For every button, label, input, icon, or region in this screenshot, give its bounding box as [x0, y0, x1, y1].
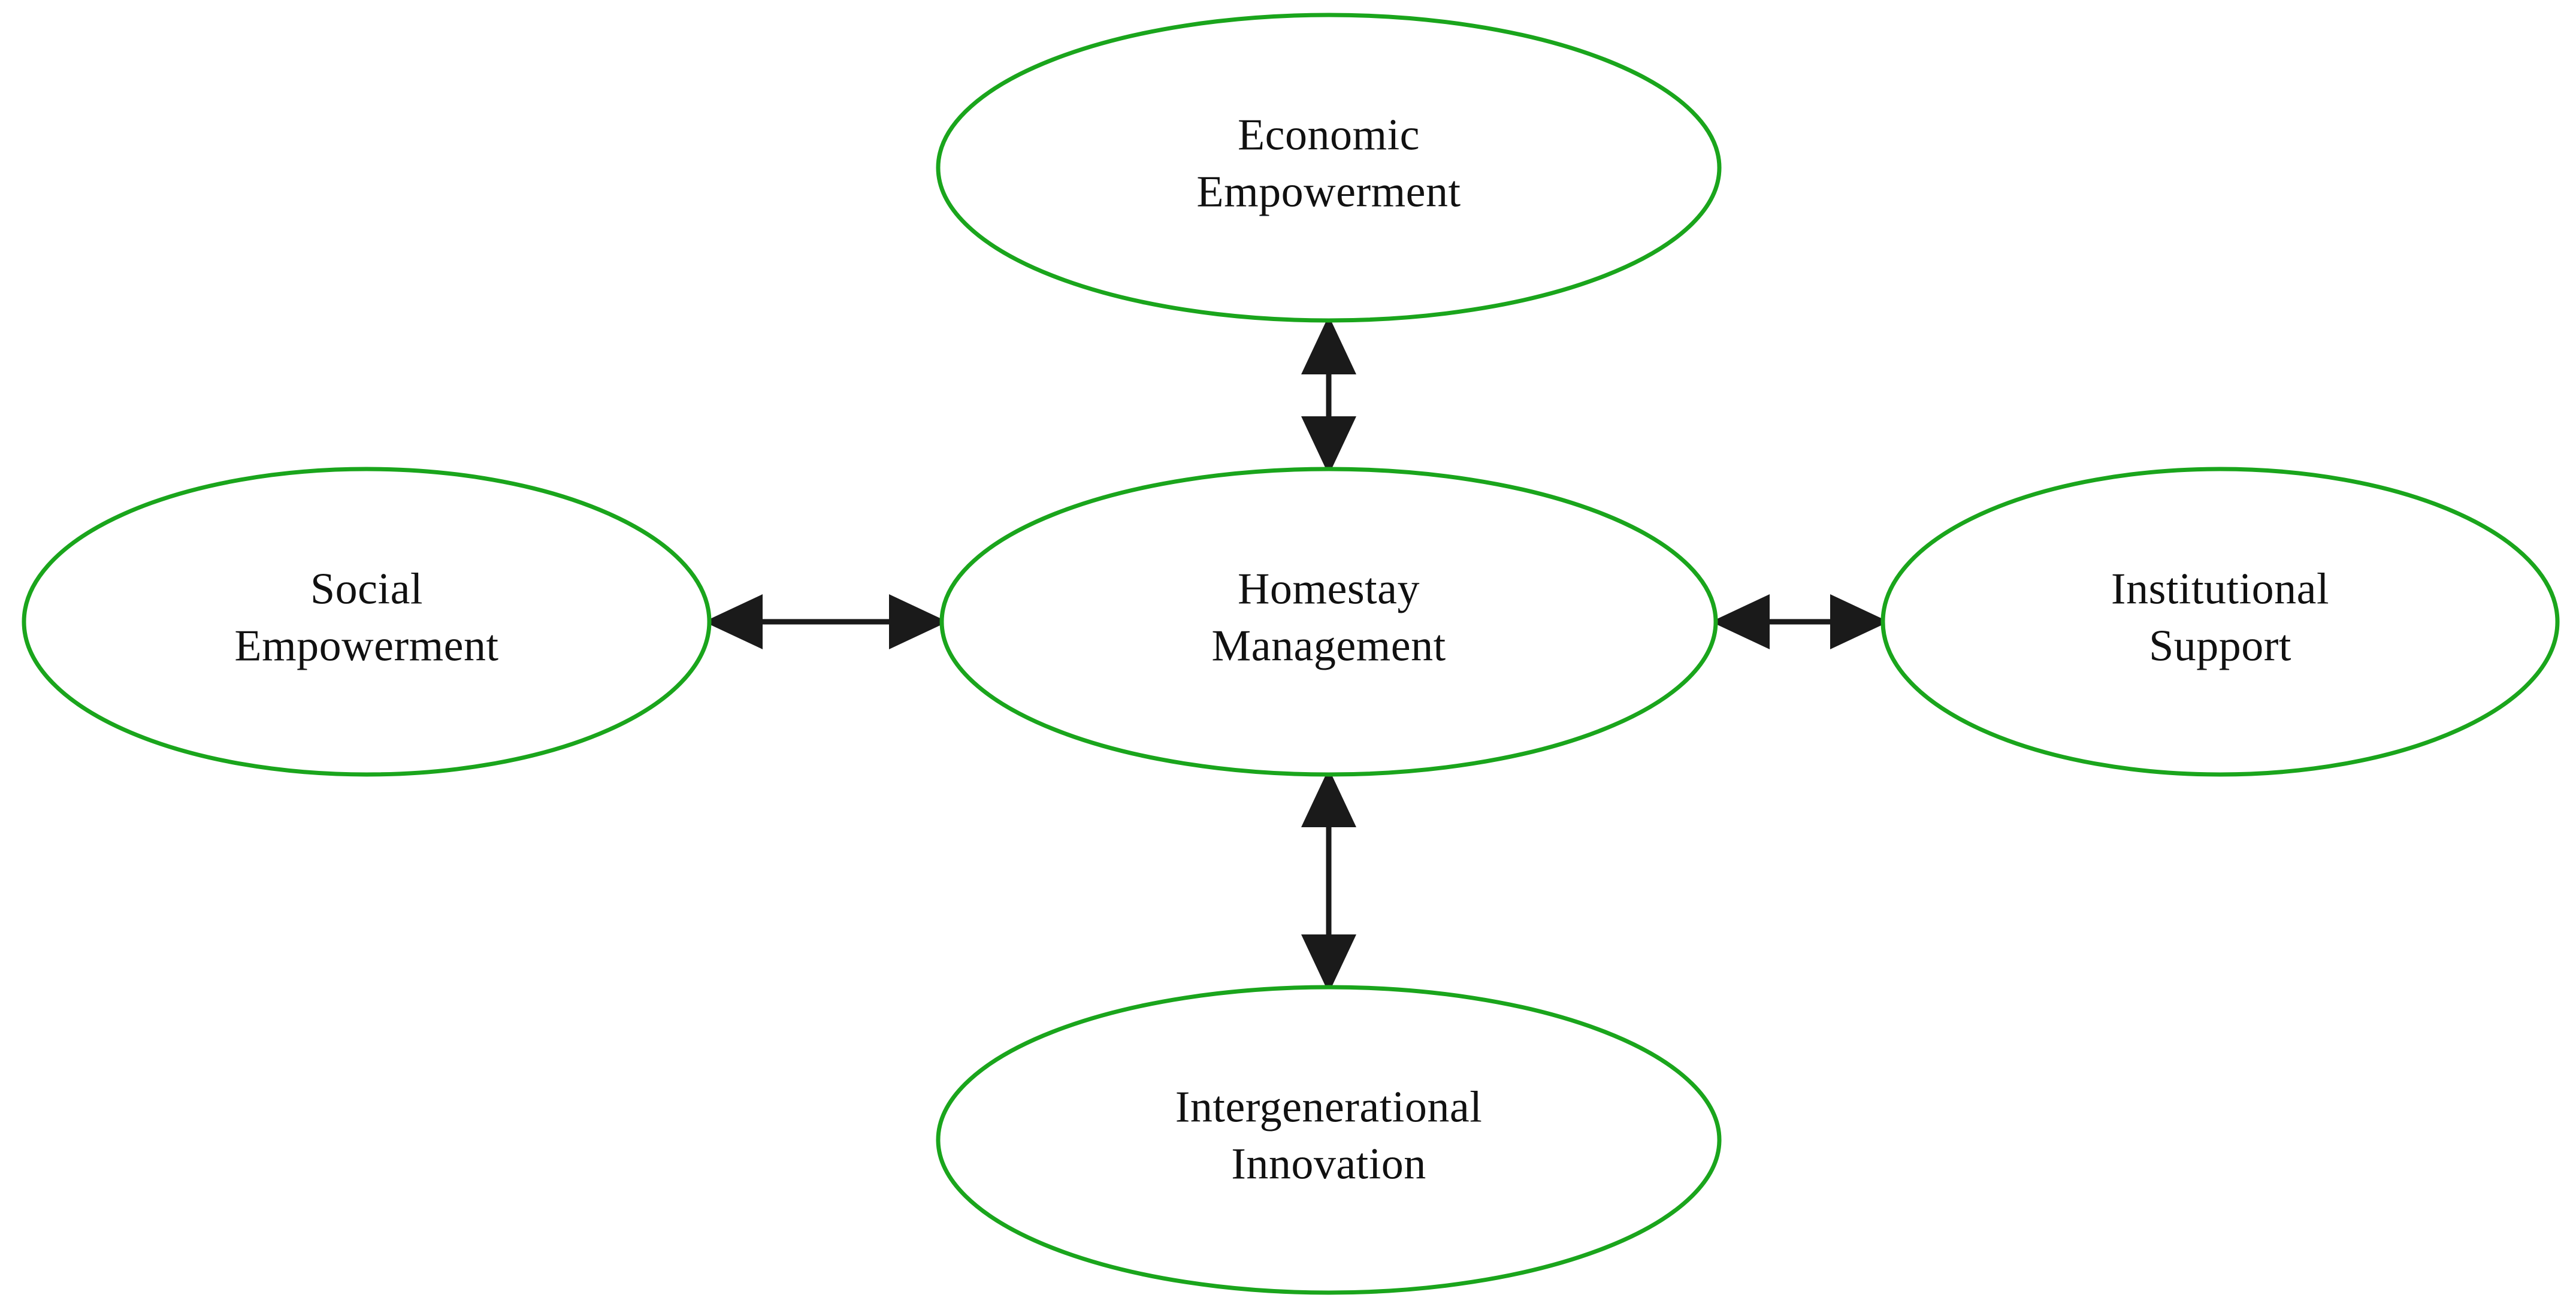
node-label-economic-empowerment-line2: Empowerment [1196, 167, 1461, 216]
node-shape-homestay-management [939, 467, 1718, 777]
node-economic-empowerment[interactable]: Economic Empowerment [936, 13, 1722, 323]
node-label-social-empowerment-line1: Social [310, 564, 423, 613]
arrowhead-left-social [704, 594, 763, 649]
node-homestay-management[interactable]: Homestay Management [939, 467, 1718, 777]
connector-intergenerational-to-homestay[interactable] [1301, 769, 1356, 993]
node-shape-intergenerational-innovation [936, 985, 1722, 1295]
arrowhead-right-institutional [1830, 594, 1889, 649]
node-label-intergenerational-innovation-line1: Intergenerational [1175, 1082, 1483, 1132]
node-label-social-empowerment-line2: Empowerment [234, 621, 498, 670]
arrowhead-right-homestay-left [889, 594, 948, 649]
connector-economic-to-homestay[interactable] [1301, 316, 1356, 475]
node-shape-social-empowerment [22, 467, 712, 777]
node-label-homestay-management-line1: Homestay [1238, 564, 1420, 613]
node-label-institutional-support-line1: Institutional [2111, 564, 2329, 613]
node-label-intergenerational-innovation-line2: Innovation [1231, 1139, 1426, 1188]
arrowhead-left-homestay-right [1711, 594, 1770, 649]
connector-homestay-to-institutional[interactable] [1711, 594, 1889, 649]
node-institutional-support[interactable]: Institutional Support [1880, 467, 2560, 777]
connector-social-to-homestay[interactable] [704, 594, 948, 649]
node-label-economic-empowerment-line1: Economic [1238, 110, 1420, 159]
node-label-institutional-support-line2: Support [2149, 621, 2291, 670]
node-shape-economic-empowerment [936, 13, 1722, 323]
arrowhead-down-homestay-top [1301, 416, 1356, 475]
node-social-empowerment[interactable]: Social Empowerment [22, 467, 712, 777]
arrowhead-up-economic [1301, 316, 1356, 374]
node-label-homestay-management-line2: Management [1211, 621, 1446, 670]
node-intergenerational-innovation[interactable]: Intergenerational Innovation [936, 985, 1722, 1295]
arrowhead-down-intergenerational [1301, 934, 1356, 993]
arrowhead-up-homestay-bottom [1301, 769, 1356, 827]
node-shape-institutional-support [1880, 467, 2560, 777]
